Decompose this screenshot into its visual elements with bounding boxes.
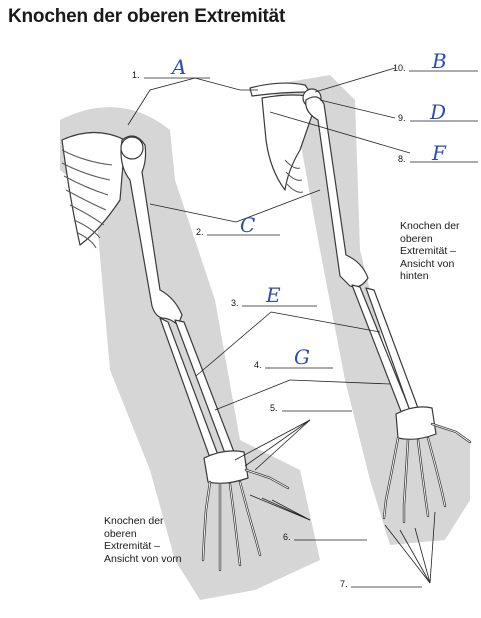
label-7: 7. xyxy=(340,579,422,589)
leader-lines xyxy=(127,67,436,584)
ribs xyxy=(61,149,113,249)
label-number: 7. xyxy=(340,579,348,589)
humerus-head-front xyxy=(120,136,144,160)
page-title: Knochen der oberen Extremität xyxy=(8,6,286,27)
humerus-back xyxy=(305,96,369,288)
label-9: 9. D xyxy=(398,100,478,124)
label-3: 3. E xyxy=(231,283,317,308)
answer-text: G xyxy=(294,345,310,369)
hand-bones-front-inner xyxy=(202,469,289,571)
answer-text: E xyxy=(265,283,281,307)
label-4: 4. G xyxy=(254,345,333,370)
humerus-front xyxy=(120,135,183,326)
label-2: 2. C xyxy=(196,213,280,237)
label-number: 10. xyxy=(393,63,406,73)
label-number: 6. xyxy=(283,532,291,542)
ribs-back xyxy=(284,159,304,193)
answer-text: C xyxy=(240,213,255,237)
label-10: 10. B xyxy=(393,49,478,73)
scapula-back xyxy=(261,94,319,191)
label-6: 6. xyxy=(283,532,367,542)
label-5: 5. xyxy=(270,403,352,413)
answer-text: A xyxy=(170,55,186,79)
label-number: 5. xyxy=(270,403,278,413)
label-number: 3. xyxy=(231,298,239,308)
scapula-front xyxy=(61,131,126,246)
carpals-back xyxy=(395,406,437,440)
answer-text: B xyxy=(431,49,447,73)
label-number: 8. xyxy=(398,154,406,164)
answer-text: D xyxy=(429,100,446,124)
front-view-arm xyxy=(61,131,290,572)
carpals-front xyxy=(203,450,249,484)
label-1: 1. A xyxy=(132,55,210,80)
caption-front-view: Knochen der oberen Extremität – Ansicht … xyxy=(104,515,182,565)
caption-back-view: Knochen der oberen Extremität – Ansicht … xyxy=(400,220,460,282)
label-8: 8. F xyxy=(398,141,478,165)
label-number: 2. xyxy=(196,227,204,237)
back-view-arm xyxy=(249,82,472,524)
label-number: 1. xyxy=(132,70,140,80)
label-number: 4. xyxy=(254,360,262,370)
labels-layer: 1. A 2. C 3. E 4. G 5. 6. xyxy=(132,49,478,589)
answer-text: F xyxy=(431,141,447,165)
hand-bones-back-inner xyxy=(383,423,471,523)
label-number: 9. xyxy=(398,113,406,123)
